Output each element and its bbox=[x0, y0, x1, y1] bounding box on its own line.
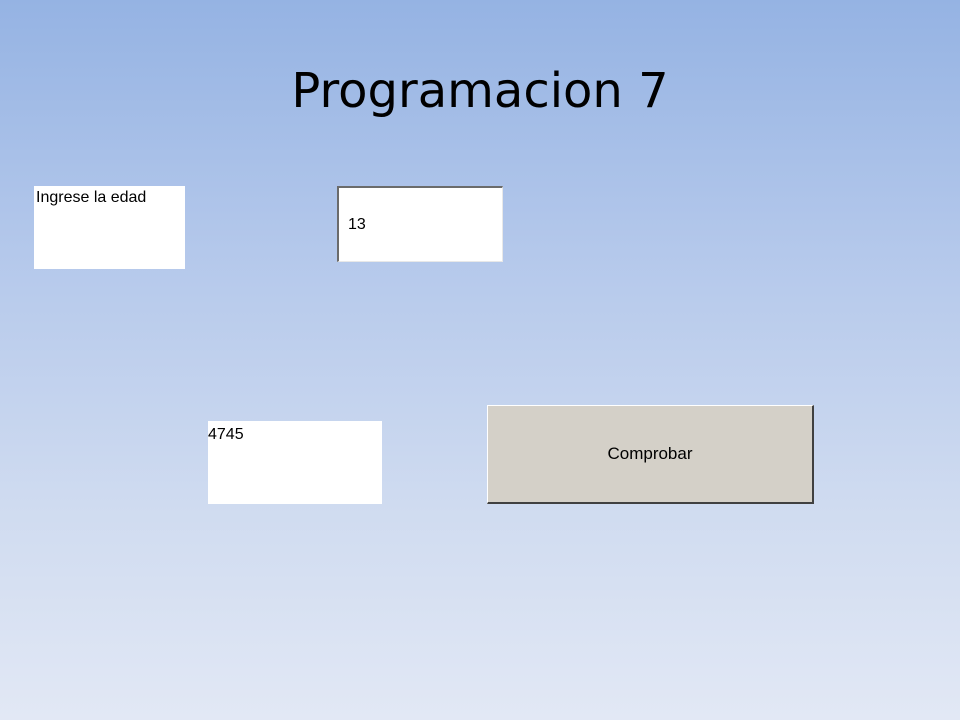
age-label: Ingrese la edad bbox=[34, 186, 185, 269]
page-title: Programacion 7 bbox=[291, 63, 669, 119]
age-input[interactable] bbox=[337, 186, 503, 262]
result-output: 4745 bbox=[208, 421, 382, 504]
check-button[interactable]: Comprobar bbox=[487, 405, 814, 504]
